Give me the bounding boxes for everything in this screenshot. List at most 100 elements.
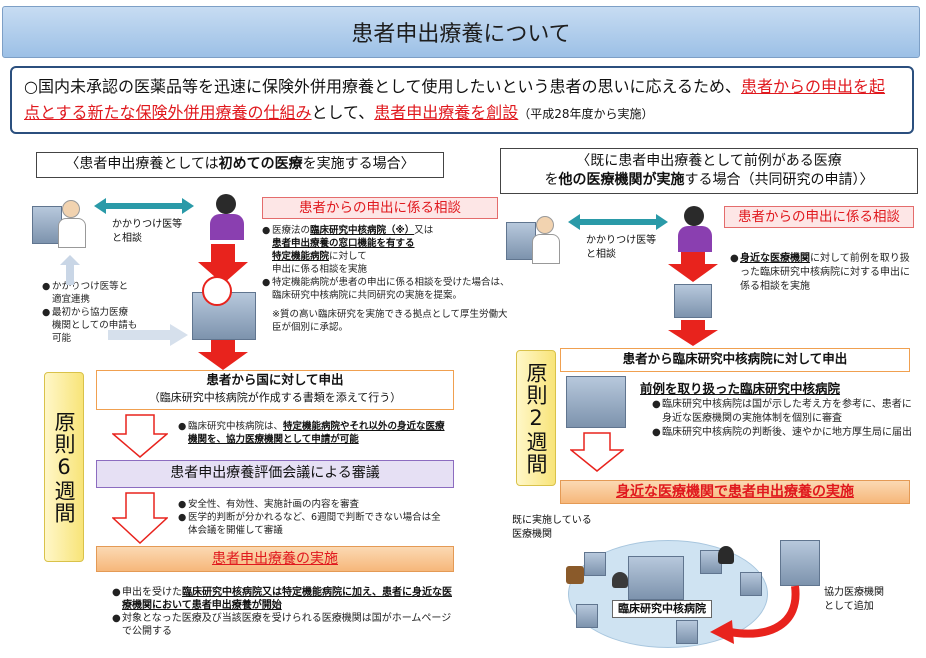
note-part: 臨床研究中核病院は国が示した考え方を参考に、患者に身近な医療機関の実施体制を個別… [662,399,912,424]
note-bold: 身近な医療機関 [740,253,810,264]
left-consult-note-3: ※質の高い臨床研究を実施できる拠点として厚生労働大臣が個別に承認。 [272,309,508,333]
right-network-label: 既に実施している 医療機関 [512,515,592,540]
right-hospital-title-text: 前例を取り扱った臨床研究中核病院 [640,381,841,396]
left-apply-note: ●臨床研究中核病院は、特定機能病院やそれ以外の身近な医療機関を、協力医療機関とし… [178,420,448,446]
right-consult-note-row: ●身近な医療機関に対して前例を取り扱った臨床研究中核病院に対する申出に係る相談を… [730,253,910,292]
intro-text-1: ○国内未承認の医薬品等を迅速に保険外併用療養として使用したいという患者の思いに応… [24,77,742,96]
right-added-label: 協力医療機関 として追加 [824,587,884,612]
up-arrow-icon [60,255,80,285]
left-consult-note-2: ●特定機能病院が患者の申出に係る相談を受けた場合は、臨床研究中核病院に共同研究の… [262,276,512,302]
left-consult-title: 患者からの申出に係る相談 [262,197,498,219]
right-header-bold: 他の医療機関が実施 [558,172,685,188]
left-review-title: 患者申出療養評価会議による審議 [170,465,380,481]
right-hospital-notes: ●臨床研究中核病院は国が示した考え方を参考に、患者に身近な医療機関の実施体制を個… [652,398,914,440]
left-side-notes: ●かかりつけ医等と適宜連携 ●最初から協力医療機関としての申請も可能 [42,280,152,345]
final-note-2: ●対象となった医療及び当該医療を受けられる医療機関は国がホームページで公開する [112,613,452,637]
consult-arrow-icon [94,198,194,214]
left-apply-note-row: ●臨床研究中核病院は、特定機能病院やそれ以外の身近な医療機関を、協力医療機関とし… [178,421,445,445]
hospital-building-icon [192,292,256,340]
right-period-tab: 原則2週間 [516,350,556,486]
clinic-icon [576,604,598,628]
right-consult-note: ●身近な医療機関に対して前例を取り扱った臨床研究中核病院に対する申出に係る相談を… [730,252,910,294]
patient-icon [718,546,734,564]
red-down-arrow-2 [198,340,248,370]
left-header: 〈患者申出療養としては初めての医療を実施する場合〉 [36,152,444,178]
right-patient-icon [676,206,714,252]
left-review-notes: ●安全性、有効性、実施計画の内容を審査 ●医学的判断が分かれるなど、6週間で判断… [178,498,450,537]
final-note-1: ●申出を受けた臨床研究中核病院又は特定機能病院に加え、患者に身近な医療機関におい… [112,587,452,611]
right-header: 〈既に患者申出療養として前例がある医療を他の医療機関が実施する場合（共同研究の申… [500,148,918,194]
right-nearby-clinic-icon [674,284,712,318]
outline-down-arrow-1 [112,414,168,458]
note-part: 適宜連携 [52,294,91,305]
left-apply-title: 患者から国に対して申出 [206,372,344,387]
note-part: 申出に係る相談を実施 [272,264,368,275]
note-part: に対して前例を取り扱った臨床研究中核病院に対する申出に係る相談を実施 [740,253,910,292]
note-part: 機関としての申請も [52,320,138,331]
left-header-text-1: 〈患者申出療養としては [65,156,219,172]
patient-icon [612,572,628,588]
note-part: に対して [329,251,367,262]
left-doctor-caption: かかりつけ医等 と相談 [112,219,183,244]
review-note-2: ●医学的判断が分かれるなど、6週間で判断できない場合は全体会議を開催して審議 [178,511,450,537]
right-consult-title: 患者からの申出に係る相談 [724,206,914,228]
clinic-icon [740,572,762,596]
right-implement-text-1: 身近な医療機関で [616,484,728,500]
right-hospital-note-2: ●臨床研究中核病院の判断後、速やかに地方厚生局に届出 [652,427,912,438]
right-implement-text-2: 患者申出療養の実施 [728,484,854,500]
right-doctor-icon [506,212,564,268]
left-consult-notes: ●医療法の臨床研究中核病院（※）又は患者申出療養の窓口機能を有する特定機能病院に… [262,224,512,334]
left-consult-title-text: 患者からの申出に係る相談 [299,200,461,216]
note-part: 最初から協力医療 [52,307,129,318]
intro-text-2: として、 [311,103,375,122]
left-header-bold: 初めての医療 [218,156,303,172]
left-apply-subtitle: （臨床研究中核病院が作成する書類を添えて行う） [148,391,402,404]
intro-highlight-2: 患者申出療養を創設 [374,103,519,122]
note-part: 臨床研究中核病院は、 [188,421,284,432]
network-core-hospital-icon [628,556,684,600]
page-title: 患者申出療養について [2,6,920,58]
doctor-icon [32,196,90,252]
right-header-text-3: する場合（共同研究の申請）〉 [684,172,874,188]
note-bold: 特定機能病院やそれ以外の身近な医療機関を、協力医療機関として申請が可能 [188,421,445,445]
right-period-text: 原則2週間 [524,361,548,475]
intro-highlight-1: 患者からの申出を起点とする新たな保険外併用療養の仕組み [24,77,886,122]
note-part: 臨床研究中核病院の判断後、速やかに地方厚生局に届出 [662,427,912,438]
red-down-arrow-1 [198,244,248,284]
right-header-text-2: を [544,172,559,188]
note-bold: 臨床研究中核病院（※） [310,225,415,236]
right-hospital-title: 前例を取り扱った臨床研究中核病院 [640,378,910,397]
right-arrow-icon [108,324,188,346]
left-period-tab: 原則6週間 [44,372,84,562]
network-center-text: 臨床研究中核病院 [618,602,706,615]
side-note-2: ●最初から協力医療機関としての申請も可能 [42,307,138,344]
curved-arrow-icon [710,585,800,644]
note-part: 特定機能病院が患者の申出に係る相談を受けた場合は、臨床研究中核病院に共同研究の実… [272,277,510,301]
note-part: 医療法の [272,225,311,236]
note-bold: 患者申出療養の窓口機能を有する [272,238,415,249]
network-center-label: 臨床研究中核病院 [612,600,712,618]
right-doctor-caption: かかりつけ医等 と相談 [586,235,657,260]
right-red-down-arrow-2 [668,320,718,346]
note-part: 安全性、有効性、実施計画の内容を審査 [188,499,360,510]
review-note-1: ●安全性、有効性、実施計画の内容を審査 [178,498,450,511]
intro-note: （平成28年度から実施） [518,107,654,121]
intro-box: ○国内未承認の医薬品等を迅速に保険外併用療養として使用したいという患者の思いに応… [10,66,914,134]
right-apply-title: 患者から臨床研究中核病院に対して申出 [622,351,848,366]
left-period-text: 原則6週間 [52,410,76,524]
note-bold: 特定機能病院 [272,251,330,262]
left-apply-box: 患者から国に対して申出 （臨床研究中核病院が作成する書類を添えて行う） [96,370,454,410]
right-implement-box: 身近な医療機関で患者申出療養の実施 [560,480,910,504]
note-part: 申出を受けた [122,587,182,598]
clinic-icon [676,620,698,644]
note-part: かかりつけ医等と [52,281,129,292]
right-consult-arrow-icon [568,214,668,230]
outline-down-arrow-2 [112,492,168,544]
note-bold: 臨床研究中核病院又は特定機能病院に加え、患者に身近な医療機関において患者申出療養… [122,587,452,611]
left-consult-note-1: ●医療法の臨床研究中核病院（※）又は患者申出療養の窓口機能を有する特定機能病院に… [262,225,434,275]
page-title-text: 患者申出療養について [351,22,571,47]
right-hospital-note-1: ●臨床研究中核病院は国が示した考え方を参考に、患者に身近な医療機関の実施体制を個… [652,398,914,426]
right-header-text-1: 〈既に患者申出療養として前例がある医療 [576,153,842,169]
left-review-box: 患者申出療養評価会議による審議 [96,460,454,488]
added-clinic-icon [780,540,820,586]
